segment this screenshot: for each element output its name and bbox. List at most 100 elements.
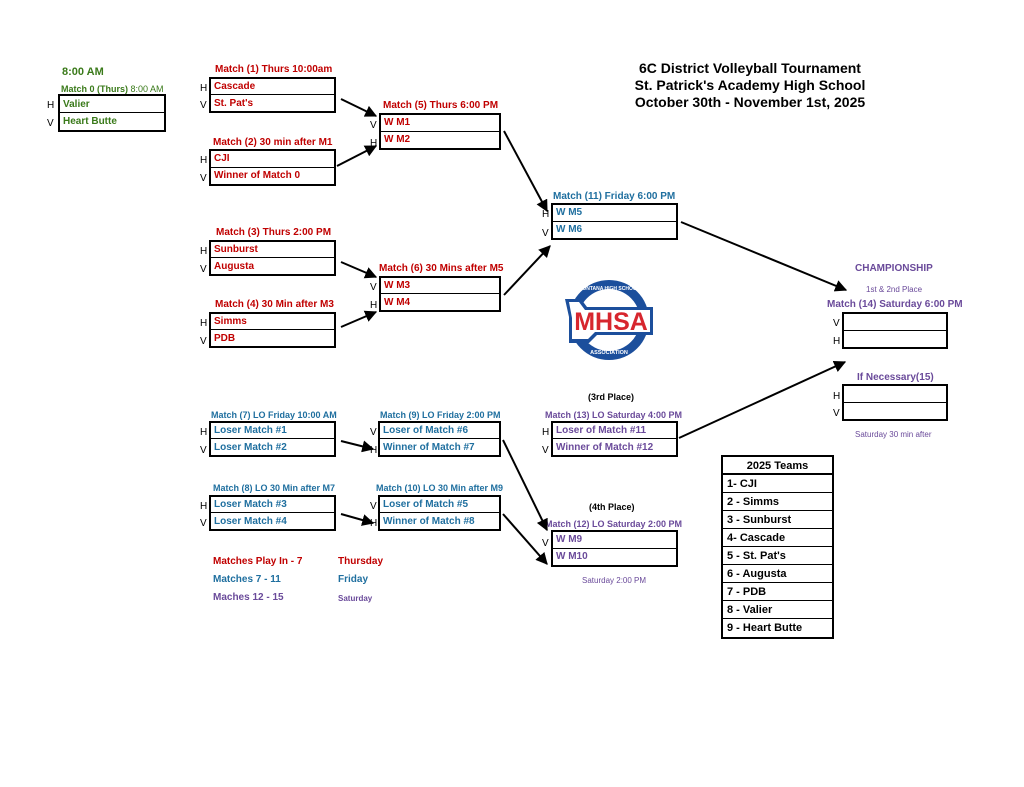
- match8-team-top: Loser Match #3: [211, 497, 334, 513]
- match3-box: Sunburst Augusta: [209, 240, 336, 276]
- match7-label: Match (7) LO Friday 10:00 AM: [211, 410, 337, 420]
- legend-range-thursday: Matches Play In - 7: [213, 556, 303, 567]
- teams-table: 2025 Teams 1- CJI 2 - Simms 3 - Sunburst…: [721, 455, 834, 639]
- match15-time-note: Saturday 30 min after: [855, 430, 932, 439]
- team-row: 6 - Augusta: [723, 565, 832, 583]
- match14-team-top: [844, 314, 946, 331]
- match12-team-top: W M9: [553, 532, 676, 549]
- match14-h-label: H: [833, 336, 841, 347]
- arrow-m6-to-m11: [503, 245, 551, 296]
- match5-label: Match (5) Thurs 6:00 PM: [383, 100, 499, 111]
- arrow-m3-to-m6: [340, 261, 378, 279]
- match0-v-label: V: [47, 118, 54, 129]
- team-row: 2 - Simms: [723, 493, 832, 511]
- match4-h-label: H: [200, 318, 208, 329]
- mhsa-logo: MHSA MONTANA HIGH SCHOOL ASSOCIATION: [565, 280, 653, 360]
- match8-box: Loser Match #3 Loser Match #4: [209, 495, 336, 531]
- legend-range-friday: Matches 7 - 11: [213, 574, 281, 585]
- match5-box: W M1 W M2: [379, 113, 501, 150]
- match7-box: Loser Match #1 Loser Match #2: [209, 421, 336, 457]
- arrow-m13-to-m14: [678, 361, 847, 439]
- match11-box: W M5 W M6: [551, 203, 678, 240]
- match6-v-label: V: [370, 282, 377, 293]
- match15-label: If Necessary(15): [857, 372, 934, 383]
- match4-team-bottom: PDB: [214, 332, 236, 344]
- arrow-m11-to-m14: [680, 221, 848, 292]
- match1-box: Cascade St. Pat's: [209, 77, 336, 113]
- teams-table-header: 2025 Teams: [723, 457, 832, 475]
- match10-label: Match (10) LO 30 Min after M9: [376, 483, 504, 493]
- legend-day-thursday: Thursday: [338, 556, 384, 567]
- match2-box: CJI Winner of Match 0: [209, 149, 336, 186]
- match10-v-label: V: [370, 501, 377, 512]
- match0-start-time: 8:00 AM: [62, 66, 104, 78]
- match11-team-bottom: W M6: [556, 224, 583, 236]
- match15-v-label: V: [833, 408, 840, 419]
- logo-ring-top-text: MONTANA HIGH SCHOOL: [578, 286, 640, 292]
- match13-box: Loser of Match #11 Winner of Match #12: [551, 421, 678, 457]
- match7-team-top: Loser Match #1: [211, 423, 334, 439]
- match6-team-top: W M3: [381, 278, 499, 294]
- match9-v-label: V: [370, 427, 377, 438]
- match4-v-label: V: [200, 336, 207, 347]
- match0-label: Match 0 (Thurs) 8:00 AM: [61, 83, 164, 95]
- match14-label: Match (14) Saturday 6:00 PM: [827, 299, 963, 310]
- match1-label: Match (1) Thurs 10:00am: [215, 64, 333, 75]
- match2-team-top: CJI: [211, 151, 334, 168]
- match13-label: Match (13) LO Saturday 4:00 PM: [545, 410, 683, 420]
- match4-box: Simms PDB: [209, 312, 336, 348]
- arrow-m1-to-m5: [340, 98, 378, 117]
- match0-team-bottom: Heart Butte: [63, 116, 117, 127]
- match7-v-label: V: [200, 445, 207, 456]
- match10-box: Loser of Match #5 Winner of Match #8: [378, 495, 501, 531]
- match1-h-label: H: [200, 83, 208, 94]
- match10-team-top: Loser of Match #5: [380, 497, 499, 513]
- arrow-m2-to-m5: [336, 145, 378, 167]
- championship-subheading: 1st & 2nd Place: [866, 285, 923, 294]
- match2-h-label: H: [200, 155, 208, 166]
- arrow-m9-to-m12: [502, 439, 548, 532]
- match6-h-label: H: [370, 300, 378, 311]
- match0-box: Valier Heart Butte: [58, 94, 166, 132]
- match3-label: Match (3) Thurs 2:00 PM: [216, 227, 332, 238]
- match8-team-bottom: Loser Match #4: [214, 515, 287, 527]
- arrow-m7-to-m9: [340, 440, 375, 453]
- match3-team-top: Sunburst: [211, 242, 334, 258]
- match5-team-bottom: W M2: [384, 134, 411, 146]
- logo-text: MHSA: [574, 308, 648, 336]
- match13-v-label: V: [542, 445, 549, 456]
- match7-h-label: H: [200, 427, 208, 438]
- match9-team-bottom: Winner of Match #7: [383, 441, 475, 453]
- arrow-m5-to-m11: [503, 130, 548, 213]
- match5-h-label: H: [370, 138, 378, 149]
- match14-box: [842, 312, 948, 349]
- legend-day-friday: Friday: [338, 574, 369, 585]
- team-row: 9 - Heart Butte: [727, 622, 803, 634]
- match11-v-label: V: [542, 228, 549, 239]
- arrow-m10-to-m12: [502, 513, 548, 565]
- match9-label: Match (9) LO Friday 2:00 PM: [380, 410, 501, 420]
- title-line-1: 6C District Volleyball Tournament: [639, 60, 861, 76]
- match13-h-label: H: [542, 427, 550, 438]
- match4-team-top: Simms: [211, 314, 334, 330]
- match0-team-top: Valier: [60, 96, 164, 113]
- team-row: 1- CJI: [723, 475, 832, 493]
- team-row: 8 - Valier: [723, 601, 832, 619]
- match5-v-label: V: [370, 120, 377, 131]
- match5-team-top: W M1: [381, 115, 499, 132]
- match9-box: Loser of Match #6 Winner of Match #7: [378, 421, 501, 457]
- team-row: 7 - PDB: [723, 583, 832, 601]
- team-row: 3 - Sunburst: [723, 511, 832, 529]
- match13-team-bottom: Winner of Match #12: [556, 441, 654, 453]
- match12-box: W M9 W M10: [551, 530, 678, 567]
- match12-place-label: (4th Place): [589, 502, 635, 512]
- arrow-m8-to-m10: [340, 513, 375, 526]
- match8-h-label: H: [200, 501, 208, 512]
- match1-team-top: Cascade: [211, 79, 334, 95]
- match12-team-bottom: W M10: [556, 551, 588, 563]
- match3-h-label: H: [200, 246, 208, 257]
- tournament-title: 6C District Volleyball Tournament St. Pa…: [600, 60, 900, 111]
- match6-label: Match (6) 30 Mins after M5: [379, 263, 504, 274]
- match11-team-top: W M5: [553, 205, 676, 222]
- logo-ring-bottom-text: ASSOCIATION: [590, 350, 628, 356]
